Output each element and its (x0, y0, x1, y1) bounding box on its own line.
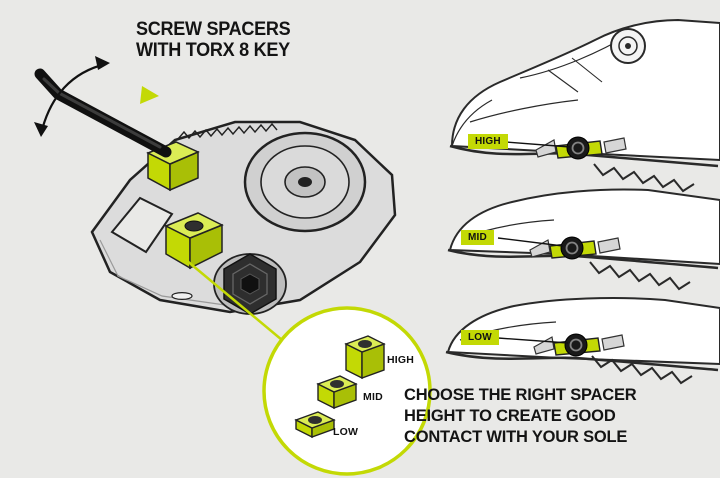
boa-dial-icon (610, 28, 646, 64)
shoe-label-high: HIGH (468, 134, 508, 149)
callout-label-mid: MID (363, 391, 383, 403)
torx-key-icon (34, 68, 172, 158)
low-leader-line (497, 337, 569, 344)
spring-dial (243, 131, 367, 233)
callout-label-low: LOW (333, 426, 359, 438)
title-line1: SCREW SPACERS (136, 19, 291, 40)
hex-bolt-icon (213, 253, 287, 315)
title-line2: WITH TORX 8 KEY (136, 40, 290, 61)
spacer-callout (262, 306, 432, 476)
spacer-upper (146, 141, 200, 192)
high-leader-line (505, 141, 571, 148)
shoe-low-illustration (445, 297, 720, 384)
pointer-arrow-icon (140, 86, 159, 104)
pedal-illustration (90, 120, 397, 315)
sole-tread (593, 163, 695, 192)
spacer-high-icon (344, 335, 386, 380)
shoe-label-low: LOW (461, 330, 499, 345)
instruction-line2: HEIGHT TO CREATE GOOD (404, 406, 616, 425)
sole-tread (589, 261, 691, 290)
mid-leader-line (497, 237, 564, 247)
callout-label-high: HIGH (387, 354, 415, 366)
instruction-line1: CHOOSE THE RIGHT SPACER (404, 385, 637, 404)
spacer-low-icon (294, 411, 336, 439)
callout-connector-line (185, 259, 283, 341)
instruction-text: CHOOSE THE RIGHT SPACER HEIGHT TO CREATE … (404, 384, 637, 447)
instruction-line3: CONTACT WITH YOUR SOLE (404, 427, 628, 446)
shoe-label-mid: MID (461, 230, 494, 245)
shoe-high-illustration (449, 18, 720, 192)
spacer-mid-icon (316, 375, 358, 410)
spacer-lower (164, 212, 224, 270)
rotation-arrows-icon (34, 56, 110, 137)
